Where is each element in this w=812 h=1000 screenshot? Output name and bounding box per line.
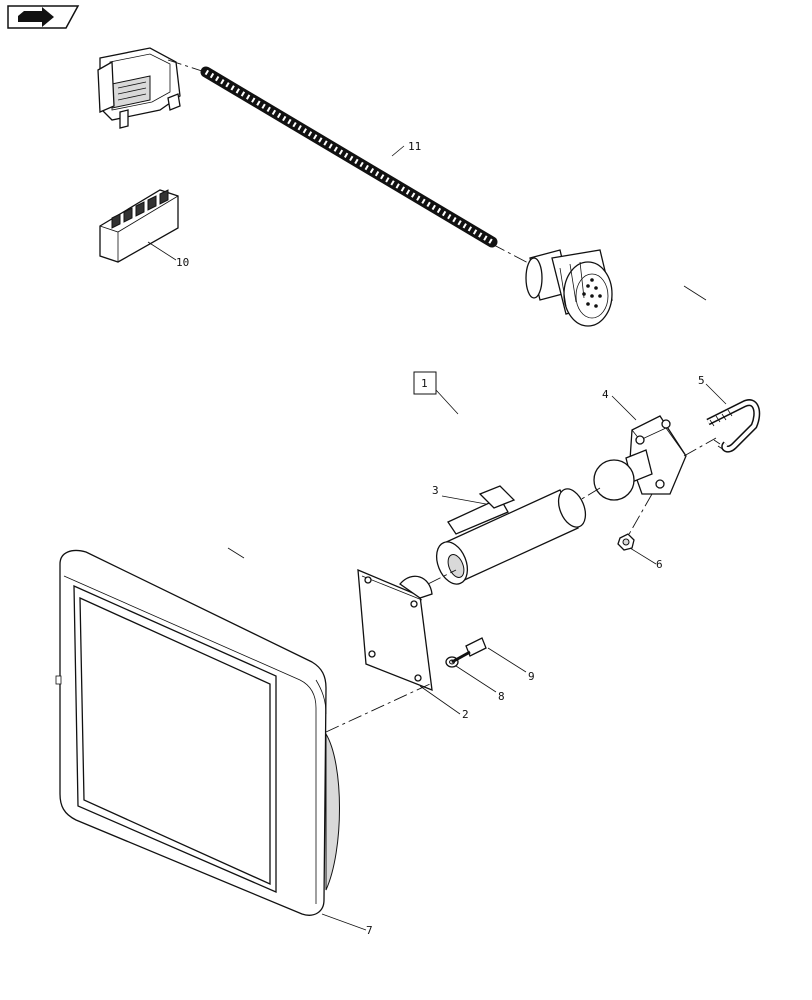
callout-2: 2 bbox=[462, 708, 469, 721]
callout-9: 9 bbox=[528, 670, 535, 683]
leader-lines bbox=[147, 145, 727, 931]
part-2-mount-plate bbox=[357, 568, 433, 692]
assembly-bracket-line bbox=[683, 285, 707, 301]
part-11-spiral-cable bbox=[200, 66, 498, 248]
callout-10: 10 bbox=[176, 256, 189, 269]
part-4-ball-mount bbox=[593, 415, 687, 501]
callout-11: 11 bbox=[408, 140, 421, 153]
callout-1-box bbox=[413, 371, 437, 395]
nav-forward-button[interactable] bbox=[7, 5, 80, 29]
part-10-connector-block bbox=[99, 189, 179, 263]
part-9-screw bbox=[451, 637, 487, 664]
callout-7: 7 bbox=[366, 924, 373, 937]
callout-4: 4 bbox=[602, 388, 609, 401]
callout-8: 8 bbox=[498, 690, 505, 703]
part-11-round-connector bbox=[525, 249, 613, 327]
callout-3: 3 bbox=[432, 484, 439, 497]
part-11-connector-plug bbox=[97, 47, 181, 129]
part-5-u-bolt bbox=[706, 399, 761, 453]
forward-arrow-icon bbox=[18, 7, 54, 27]
callout-6: 6 bbox=[656, 558, 663, 571]
callout-1: 1 bbox=[421, 377, 428, 390]
callout-5: 5 bbox=[698, 374, 705, 387]
part-6-nut bbox=[617, 533, 635, 551]
part-3-ram-arm bbox=[435, 485, 587, 585]
part-7-display-unit bbox=[55, 549, 340, 916]
